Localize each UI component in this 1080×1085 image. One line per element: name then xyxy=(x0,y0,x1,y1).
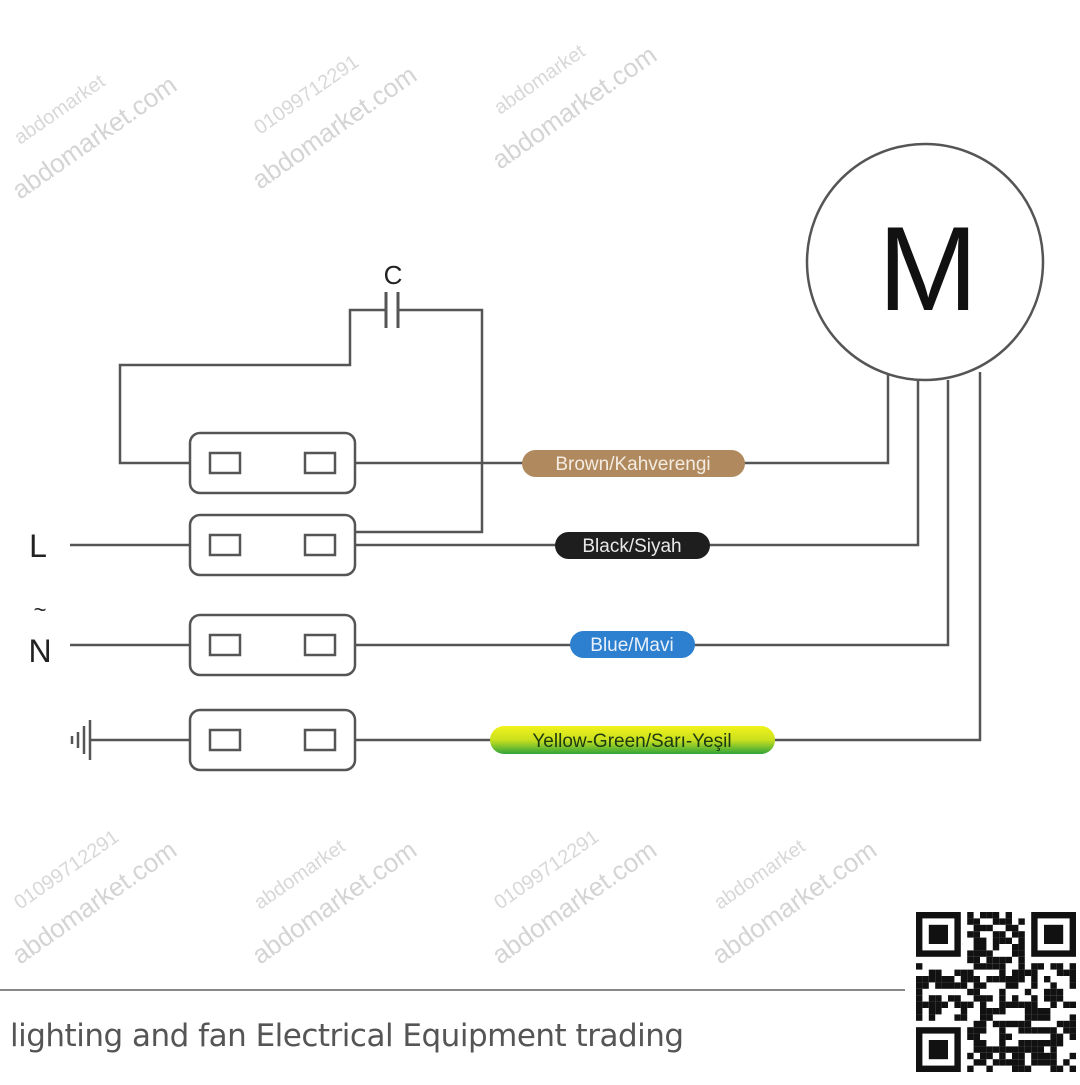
wire-label-blue: Blue/Mavi xyxy=(570,631,695,658)
terminal-blocks xyxy=(188,431,357,772)
neutral-label: N xyxy=(28,633,51,669)
wire-label-text: Brown/Kahverengi xyxy=(555,454,710,475)
wire-label-text: Black/Siyah xyxy=(582,536,681,557)
capacitor-wire-right xyxy=(355,308,484,534)
terminal-block xyxy=(188,431,357,495)
brown-wire xyxy=(355,375,890,465)
terminal-block xyxy=(188,513,357,577)
wire-label-text: Blue/Mavi xyxy=(590,635,673,656)
blue-wire xyxy=(355,380,950,647)
wire-label-text: Yellow-Green/Sarı-Yeşil xyxy=(532,731,731,752)
motor-label: M xyxy=(878,202,978,336)
wire-label-brown: Brown/Kahverengi xyxy=(522,450,745,477)
live-label: L xyxy=(29,528,47,564)
black-wire xyxy=(355,380,920,547)
wire-label-yellow-green: Yellow-Green/Sarı-Yeşil xyxy=(490,726,775,754)
ac-symbol: ~ xyxy=(34,597,47,622)
wire-label-black: Black/Siyah xyxy=(555,532,710,559)
terminal-block xyxy=(188,708,357,772)
qr-code xyxy=(916,912,1076,1072)
capacitor-wire-left xyxy=(118,308,386,465)
capacitor-label: C xyxy=(384,260,403,290)
footer-text: lighting and fan Electrical Equipment tr… xyxy=(10,1018,684,1054)
motor-circle xyxy=(805,142,1045,382)
terminal-block xyxy=(188,613,357,677)
